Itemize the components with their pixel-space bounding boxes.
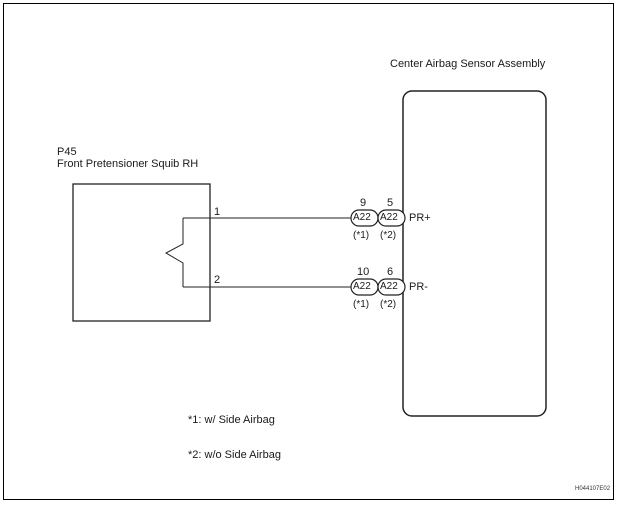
variant-label-1: (*1)	[353, 230, 370, 241]
center-assembly-label: Center Airbag Sensor Assembly	[390, 58, 546, 70]
connector-a22-pin5-oval	[377, 209, 406, 227]
note-1: *1: w/ Side Airbag	[188, 414, 275, 426]
center-airbag-sensor-box	[402, 90, 547, 417]
connector-name-a22-5: A22	[380, 212, 398, 223]
variant-label-1b: (*1)	[353, 299, 370, 310]
connector-name-a22-6: A22	[380, 281, 398, 292]
connector-pin-9: 9	[360, 197, 367, 209]
note-2: *2: w/o Side Airbag	[188, 449, 281, 461]
diagram-frame	[3, 3, 614, 500]
signal-pr-plus: PR+	[409, 212, 431, 224]
squib-pin-1: 1	[214, 206, 221, 218]
squib-name-label: Front Pretensioner Squib RH	[57, 158, 199, 170]
connector-name-a22-10: A22	[353, 281, 371, 292]
variant-label-2b: (*2)	[380, 299, 397, 310]
squib-pin-2: 2	[214, 274, 221, 286]
connector-pin-10: 10	[357, 266, 370, 278]
squib-box	[72, 183, 211, 322]
connector-name-a22-9: A22	[353, 212, 371, 223]
connector-pin-5: 5	[387, 197, 394, 209]
figure-id: H044107E02	[575, 486, 611, 492]
squib-code-label: P45	[57, 146, 77, 158]
signal-pr-minus: PR-	[409, 281, 428, 293]
connector-a22-pin6-oval	[377, 278, 406, 296]
variant-label-2: (*2)	[380, 230, 397, 241]
squib-symbol	[164, 218, 184, 287]
connector-pin-6: 6	[387, 266, 394, 278]
